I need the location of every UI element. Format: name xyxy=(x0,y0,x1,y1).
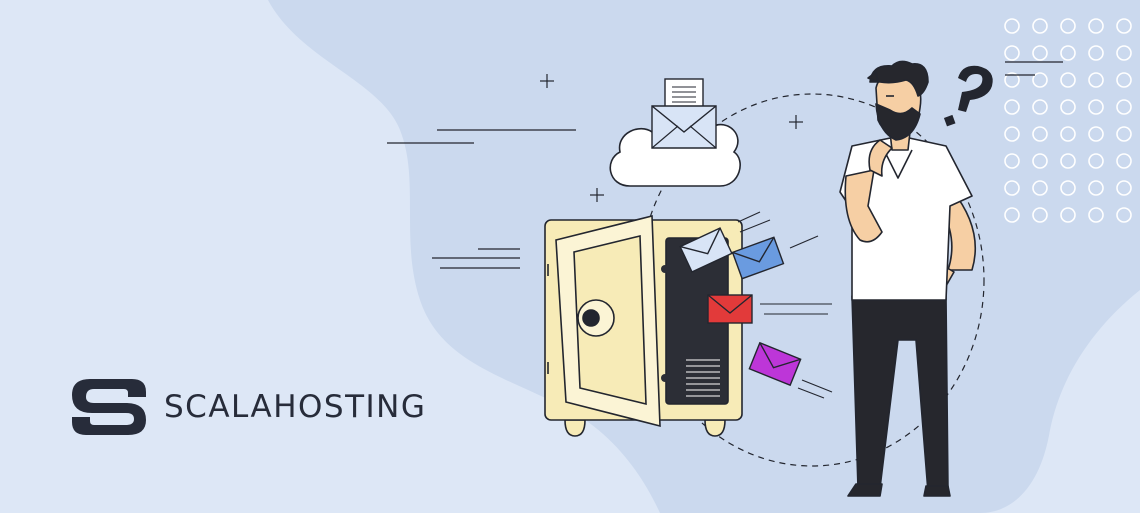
grid-dot xyxy=(1060,180,1076,196)
grid-dot xyxy=(1116,45,1132,61)
grid-dot xyxy=(1116,207,1132,223)
grid-dot xyxy=(1060,99,1076,115)
grid-dot xyxy=(1088,45,1104,61)
grid-dot xyxy=(1032,180,1048,196)
grid-dot xyxy=(1088,180,1104,196)
grid-dot xyxy=(1088,72,1104,88)
grid-dot xyxy=(1088,207,1104,223)
brand-name: SCALAHOSTING xyxy=(164,388,427,425)
grid-dot xyxy=(1032,153,1048,169)
grid-dot xyxy=(1032,72,1048,88)
grid-dot xyxy=(1032,18,1048,34)
grid-dot xyxy=(1116,180,1132,196)
blue-envelope-icon xyxy=(731,236,785,280)
grid-dot xyxy=(1116,18,1132,34)
grid-dot xyxy=(1004,126,1020,142)
grid-dot xyxy=(1004,72,1020,88)
grid-dot xyxy=(1060,72,1076,88)
grid-dot xyxy=(1032,126,1048,142)
grid-dot xyxy=(1088,99,1104,115)
grid-dot xyxy=(1004,99,1020,115)
grid-dot xyxy=(1032,99,1048,115)
dot-grid xyxy=(1004,18,1132,223)
grid-dot xyxy=(1060,45,1076,61)
grid-dot xyxy=(1004,18,1020,34)
grid-dot xyxy=(1060,153,1076,169)
grid-dot xyxy=(1088,18,1104,34)
sparkle-icons xyxy=(540,74,803,202)
grid-dot xyxy=(1060,18,1076,34)
grid-dot xyxy=(1060,126,1076,142)
grid-dot xyxy=(1116,99,1132,115)
scalahosting-s-logo-icon xyxy=(72,379,146,435)
grid-dot xyxy=(1032,45,1048,61)
motion-lines xyxy=(737,211,833,399)
question-mark-icon xyxy=(943,65,993,127)
blue-envelope-icon xyxy=(679,227,733,273)
grid-dot xyxy=(1004,207,1020,223)
purple-envelope-icon xyxy=(748,341,802,387)
grid-dot xyxy=(1004,153,1020,169)
grid-dot xyxy=(1116,153,1132,169)
red-envelope-icon xyxy=(707,294,753,324)
grid-dot xyxy=(1088,126,1104,142)
brand-logo[interactable]: SCALAHOSTING xyxy=(70,377,426,437)
grid-dot xyxy=(1004,45,1020,61)
grid-dot xyxy=(1116,72,1132,88)
grid-dot xyxy=(1004,180,1020,196)
man-thinking-icon xyxy=(839,60,977,497)
grid-dot xyxy=(1060,207,1076,223)
grid-dot xyxy=(1088,153,1104,169)
cloud-mail-icon xyxy=(609,78,741,187)
speed-lines xyxy=(387,61,1063,269)
grid-dot xyxy=(1032,207,1048,223)
grid-dot xyxy=(1116,126,1132,142)
